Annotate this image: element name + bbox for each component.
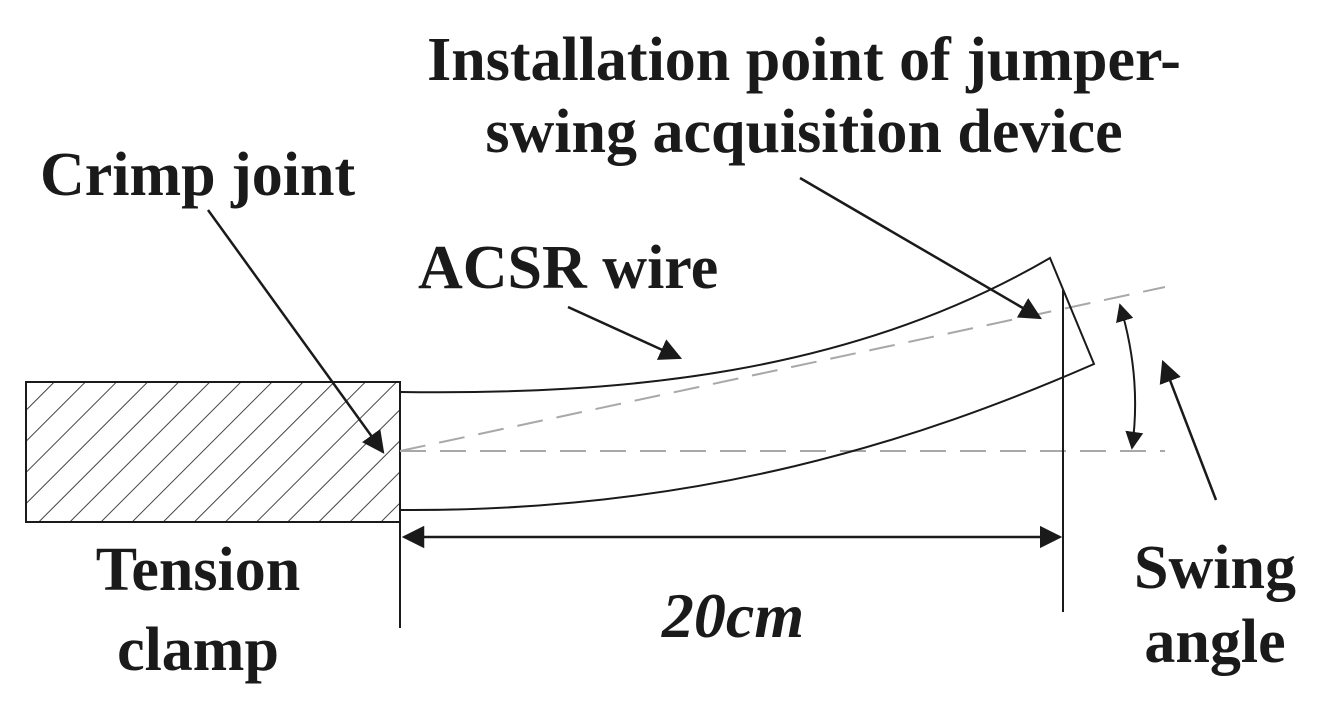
deflected-axis-dashed-line xyxy=(399,286,1166,452)
installation-point-label-line1: Installation point of jumper- xyxy=(427,26,1181,94)
installation-point-leader-arrow xyxy=(799,176,1042,320)
installation-point-label-line2: swing acquisition device xyxy=(485,98,1122,166)
dimension-label: 20cm xyxy=(661,580,804,651)
tension-clamp-label-line1: Tension xyxy=(96,536,301,604)
tension-clamp-block xyxy=(25,381,401,523)
acsr-wire-leader-arrow xyxy=(567,305,683,360)
swing-angle-arc-arrow xyxy=(1116,303,1144,450)
swing-angle-label-line1: Swing xyxy=(1134,534,1296,602)
crimp-joint-label: Crimp joint xyxy=(40,141,356,209)
swing-angle-leader-arrow xyxy=(1159,359,1218,501)
tension-clamp-label-line2: clamp xyxy=(117,616,279,684)
acsr-wire-label: ACSR wire xyxy=(418,234,718,302)
crimp-joint-leader-arrow xyxy=(206,209,385,454)
swing-angle-label-line2: angle xyxy=(1144,608,1285,676)
acsr-wire-outline xyxy=(399,256,1096,512)
